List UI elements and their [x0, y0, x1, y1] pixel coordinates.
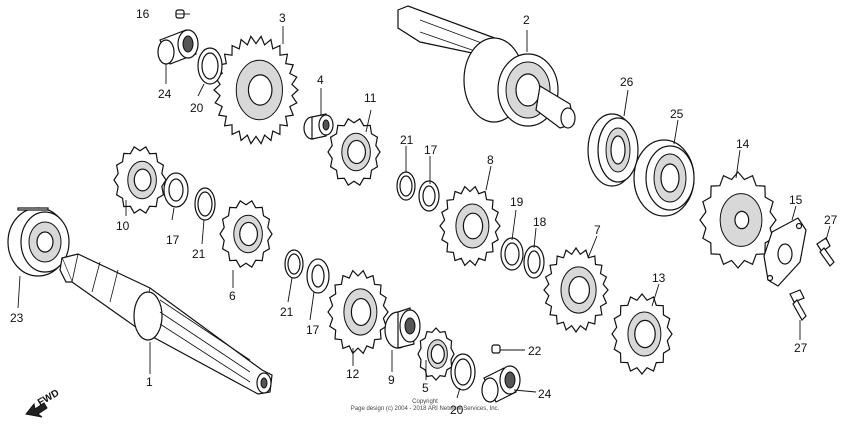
callout-19: 19 [510, 195, 524, 209]
callout-17-a: 17 [424, 143, 438, 157]
part-12-gear[interactable] [327, 269, 389, 355]
part-3-gear[interactable] [213, 35, 299, 145]
callout-18: 18 [533, 215, 547, 229]
part-13-gear[interactable] [611, 293, 673, 375]
callout-2: 2 [523, 13, 530, 27]
callout-20-b: 20 [450, 403, 464, 417]
part-24-bearing-top[interactable] [157, 29, 199, 65]
callout-1: 1 [146, 375, 153, 389]
callout-23: 23 [10, 311, 24, 325]
callout-25: 25 [670, 107, 684, 121]
fwd-arrow-icon [25, 402, 48, 418]
callout-21-c: 21 [280, 305, 294, 319]
callout-17-b: 17 [166, 233, 180, 247]
part-5-gear[interactable] [417, 327, 455, 381]
part-19-washer[interactable] [500, 237, 524, 271]
callout-27-b: 27 [794, 341, 808, 355]
part-24-bearing-bottom[interactable] [481, 365, 521, 403]
callout-21-a: 21 [400, 133, 414, 147]
part-26-oil-seal[interactable] [587, 113, 639, 187]
callout-4: 4 [317, 73, 324, 87]
part-20-washer-bottom[interactable] [450, 353, 476, 391]
part-6-gear[interactable] [219, 200, 273, 268]
callout-11: 11 [364, 91, 377, 105]
part-4-bushing[interactable] [303, 113, 334, 140]
part-7-gear[interactable] [543, 246, 609, 334]
part-9-bushing[interactable] [384, 307, 421, 349]
copyright-line-2: Page design (c) 2004 - 2018 ARI Network … [351, 406, 500, 412]
callout-24-a: 24 [158, 87, 172, 101]
callout-22: 22 [528, 344, 542, 358]
callout-9: 9 [388, 373, 395, 387]
fwd-label: FWD [36, 388, 61, 409]
callout-labels: 1 2 3 4 5 6 7 8 9 10 11 12 13 14 15 16 1… [10, 7, 838, 417]
fwd-arrow: FWD [25, 388, 61, 418]
part-21-circlip-c[interactable] [284, 249, 304, 279]
part-17-washer-c[interactable] [306, 258, 330, 294]
callout-8: 8 [487, 153, 494, 167]
part-1-mainshaft[interactable] [59, 253, 273, 395]
copyright-line-1: Copyright [412, 399, 438, 405]
callout-21-b: 21 [192, 247, 206, 261]
part-14-sprocket[interactable] [699, 171, 777, 269]
callout-24-b: 24 [538, 387, 552, 401]
part-8-gear[interactable] [439, 185, 501, 267]
part-27-bolt-upper[interactable] [816, 237, 835, 267]
part-21-circlip-b[interactable] [194, 187, 216, 221]
copyright-notice: Copyright Page design (c) 2004 - 2018 AR… [351, 399, 500, 412]
callout-16: 16 [136, 7, 150, 21]
leader-lines [17, 13, 831, 399]
part-25-bearing[interactable] [633, 139, 695, 217]
callout-27-a: 27 [824, 213, 838, 227]
callout-14: 14 [736, 137, 750, 151]
callout-17-c: 17 [306, 323, 320, 337]
part-15-plate[interactable] [763, 217, 807, 287]
callout-6: 6 [229, 289, 236, 303]
part-11-gear[interactable] [327, 118, 381, 186]
part-2-countershaft[interactable] [397, 5, 576, 129]
callout-15: 15 [789, 193, 803, 207]
callout-7: 7 [594, 223, 601, 237]
part-27-bolt-lower[interactable] [789, 289, 807, 321]
part-20-washer-top[interactable] [197, 47, 223, 85]
part-18-washer[interactable] [523, 245, 545, 279]
callout-10: 10 [116, 219, 130, 233]
part-17-washer-a[interactable] [418, 180, 440, 212]
part-21-circlip-a[interactable] [396, 171, 416, 201]
callout-3: 3 [279, 11, 286, 25]
callout-12: 12 [346, 367, 360, 381]
part-23-bearing[interactable] [7, 207, 70, 277]
callout-5: 5 [422, 381, 429, 395]
part-22-pin[interactable] [491, 344, 501, 354]
part-17-washer-b[interactable] [163, 172, 189, 208]
callout-26: 26 [620, 75, 634, 89]
callout-13: 13 [652, 271, 666, 285]
callout-20-a: 20 [190, 101, 204, 115]
part-10-gear[interactable] [113, 146, 167, 214]
